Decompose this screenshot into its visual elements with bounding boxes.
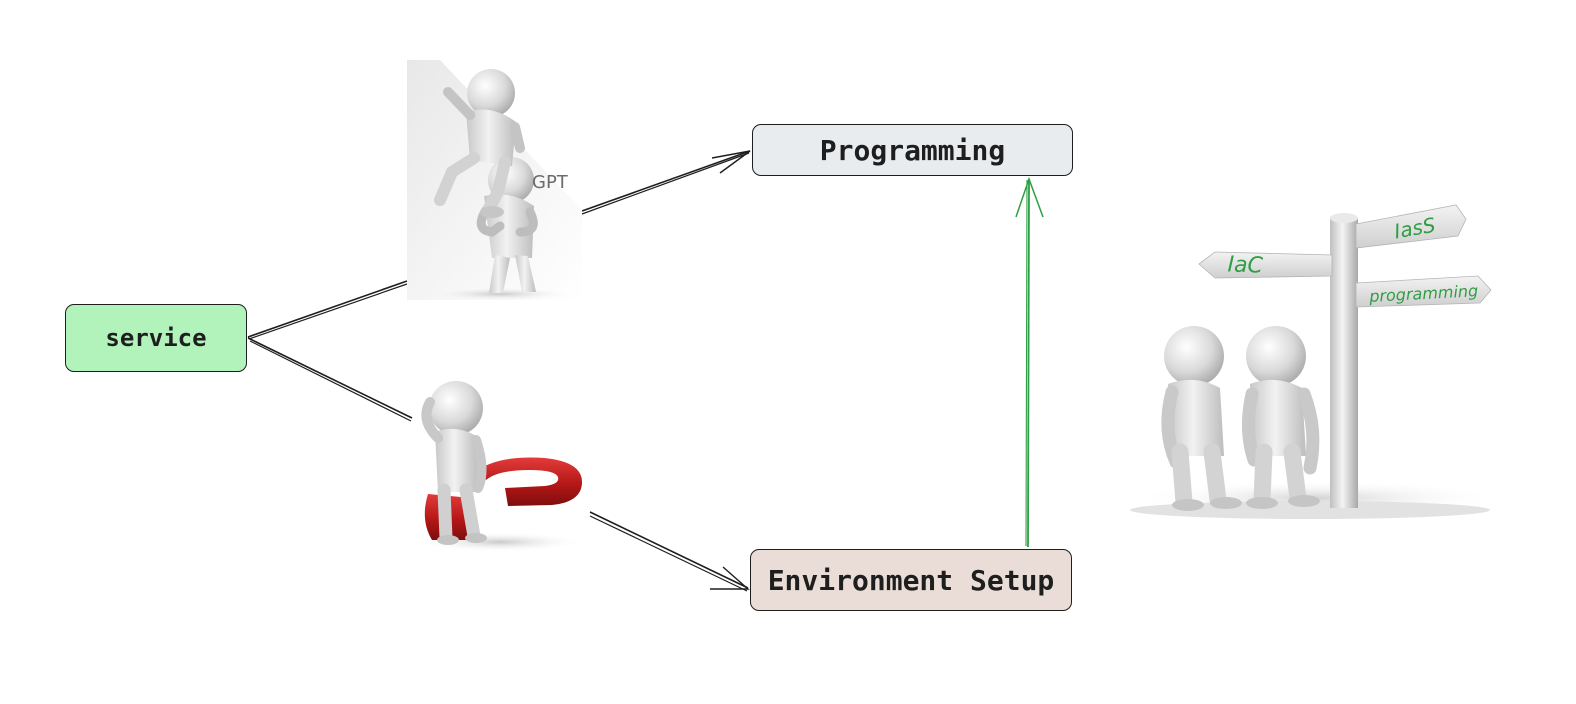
- edge-environment-to-programming: [1015, 176, 1044, 548]
- programming-node-label: Programming: [819, 133, 1006, 167]
- sign-label-iac: IaC: [1227, 252, 1264, 278]
- edge-service-to-environment: [247, 337, 750, 592]
- programming-node[interactable]: Programming: [752, 124, 1073, 176]
- signpost-illustration: IaC IasS programming: [1130, 204, 1501, 519]
- service-node-label: service: [105, 324, 207, 352]
- climbing-figures-illustration: [407, 60, 582, 301]
- thinking-figure-illustration: [415, 381, 585, 552]
- environment-setup-node-label: Environment Setup: [767, 563, 1055, 597]
- service-node[interactable]: service: [65, 304, 247, 372]
- gpt-caption: GPT: [532, 172, 568, 193]
- environment-setup-node[interactable]: Environment Setup: [750, 549, 1072, 611]
- edge-service-to-programming: [247, 150, 751, 340]
